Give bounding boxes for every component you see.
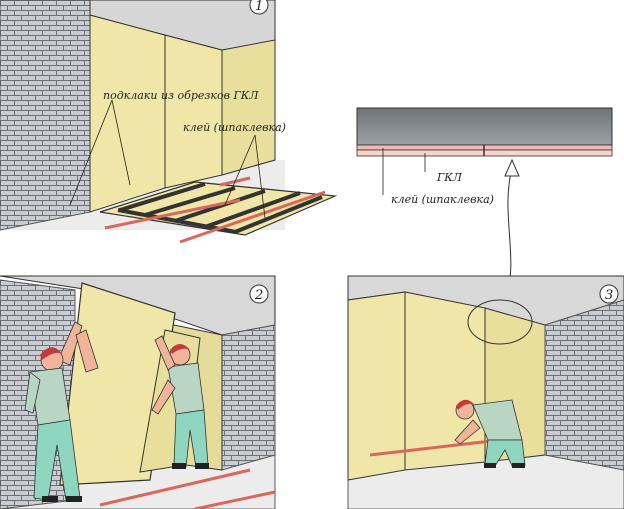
panel3-right-brick xyxy=(544,299,624,471)
panel2-number-badge xyxy=(249,284,269,304)
panel3-number: 3 xyxy=(605,288,613,303)
detail-callout-arrowhead xyxy=(504,158,520,177)
panel1-rail-1 xyxy=(104,198,241,230)
panel1-number: 1 xyxy=(255,0,263,14)
panel2-rail-1 xyxy=(99,468,251,507)
panel3-rail xyxy=(369,438,501,457)
worker-b xyxy=(151,335,209,469)
worker-c xyxy=(454,399,526,468)
panel-3: 3 xyxy=(347,275,624,509)
panel2-rail-2 xyxy=(194,490,276,509)
panel1-leaders xyxy=(69,99,266,219)
label-glue-panel1: клей (шпаклевка) xyxy=(183,121,286,134)
worker-a xyxy=(24,321,99,502)
panel1-brick-wall xyxy=(0,0,91,231)
panel1-board-b xyxy=(164,34,223,189)
detail-leaders xyxy=(382,148,426,195)
detail-ceiling-slab xyxy=(356,107,613,146)
detail-section: ГКЛ клей (шпаклевка) xyxy=(356,107,613,301)
label-gkl: ГКЛ xyxy=(436,171,463,184)
panel3-number-badge xyxy=(599,284,619,304)
panel-1: подклаки из обрезков ГКЛ клей (шпаклевка… xyxy=(0,0,338,244)
panel2-right-brick xyxy=(221,324,276,471)
panel1-board-a xyxy=(89,14,166,213)
panel1-ceiling xyxy=(89,0,276,51)
panel3-callout-ring xyxy=(467,299,533,345)
panel1-number-badge xyxy=(249,0,269,15)
panel1-rail-2 xyxy=(179,190,326,244)
panel1-right-board xyxy=(221,37,276,176)
panel2-number: 2 xyxy=(254,288,263,303)
panel-2: 2 xyxy=(0,275,276,509)
label-shims: подклаки из обрезков ГКЛ xyxy=(103,89,259,102)
label-glue-detail: клей (шпаклевка) xyxy=(391,193,494,206)
